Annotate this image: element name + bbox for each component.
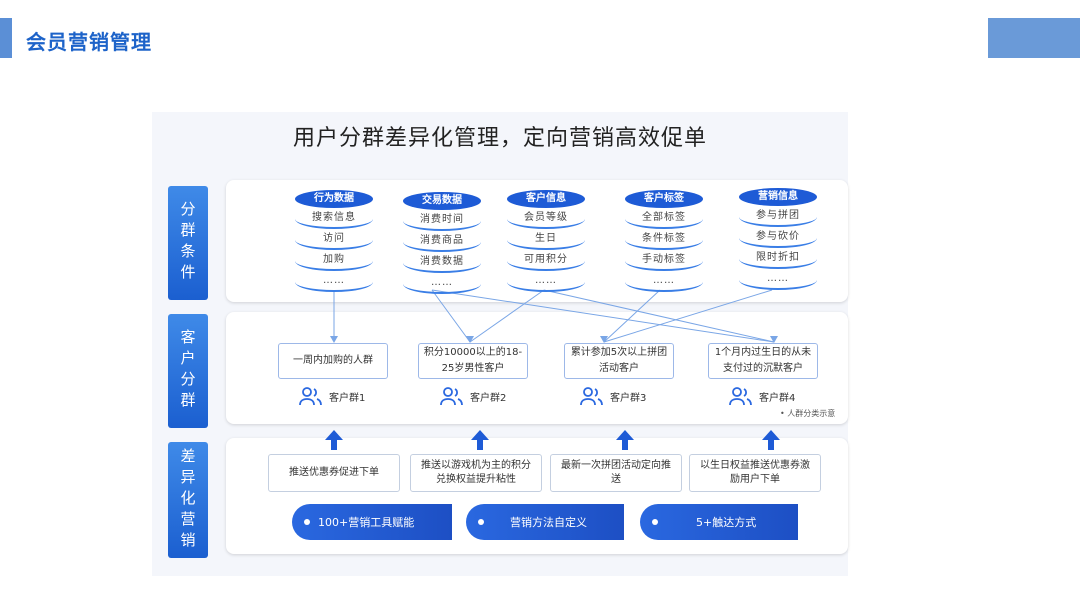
side-label-segment: 客户分群: [168, 314, 208, 428]
bullet-dot: [652, 519, 658, 525]
marketing-action-4: 以生日权益推送优惠券激励用户下单: [689, 454, 821, 492]
diagram-title: 用户分群差异化管理，定向营销高效促单: [292, 126, 707, 151]
link-market-seg3: [603, 289, 773, 343]
link-info-seg4: [543, 289, 775, 343]
database-item: 手动标签: [625, 251, 703, 271]
database-title: 客户信息: [507, 190, 585, 208]
segment-note: • 人群分类示意: [780, 409, 836, 418]
up-arrow-icon: [616, 430, 634, 450]
marketing-action-3: 最新一次拼团活动定向推送: [550, 454, 682, 492]
database-item: ……: [625, 272, 703, 292]
header-accent-bar: [0, 18, 12, 58]
database-item: 消费数据: [403, 253, 481, 273]
bullet-dot: [304, 519, 310, 525]
link-tag-seg3: [603, 289, 661, 343]
database-item: 限时折扣: [739, 249, 817, 269]
segment-box-3: 累计参加5次以上拼团活动客户: [564, 343, 674, 379]
header-decoration-block: [988, 18, 1080, 58]
database-trade: 交易数据 消费时间 消费商品 消费数据 ……: [403, 192, 481, 294]
segment-box-2: 积分10000以上的18-25岁男性客户: [418, 343, 528, 379]
database-item: 加购: [295, 251, 373, 271]
user-group-icon: [580, 387, 603, 406]
database-title: 行为数据: [295, 190, 373, 208]
link-info-seg2: [469, 289, 545, 343]
database-item: 参与拼团: [739, 207, 817, 227]
group-label: 客户群4: [759, 392, 796, 404]
capability-pill-channels: 5+触达方式: [640, 504, 798, 540]
group-label: 客户群3: [610, 392, 647, 404]
database-title: 营销信息: [739, 188, 817, 206]
connection-lines: [330, 289, 778, 343]
up-arrow-icon: [325, 430, 343, 450]
up-arrow-icon: [762, 430, 780, 450]
customer-group-2: 客户群2: [440, 386, 506, 406]
user-group-icon: [729, 387, 752, 406]
customer-group-1: 客户群1: [299, 386, 365, 406]
marketing-action-2: 推送以游戏机为主的积分兑换权益提升粘性: [410, 454, 542, 492]
database-title: 客户标签: [625, 190, 703, 208]
database-item: ……: [403, 274, 481, 294]
page-title: 会员营销管理: [26, 30, 152, 54]
database-item: 消费商品: [403, 232, 481, 252]
arrowhead-seg2: [466, 336, 474, 343]
database-behavior: 行为数据 搜索信息 访问 加购 ……: [295, 190, 373, 292]
database-item: ……: [507, 272, 585, 292]
marketing-action-1: 推送优惠券促进下单: [268, 454, 400, 492]
database-item: 生日: [507, 230, 585, 250]
database-item: 可用积分: [507, 251, 585, 271]
user-group-icon: [299, 387, 322, 406]
user-group-icon: [440, 387, 463, 406]
segment-box-1: 一周内加购的人群: [278, 343, 388, 379]
database-customer-tags: 客户标签 全部标签 条件标签 手动标签 ……: [625, 190, 703, 292]
pill-label: 5+触达方式: [696, 516, 757, 529]
arrowhead-seg4: [770, 336, 778, 343]
bullet-dot: [478, 519, 484, 525]
database-item: 条件标签: [625, 230, 703, 250]
side-label-marketing: 差异化营销: [168, 442, 208, 558]
customer-group-3: 客户群3: [580, 386, 646, 406]
customer-group-4: 客户群4: [729, 386, 795, 406]
pill-label: 100+营销工具赋能: [318, 516, 415, 529]
arrowhead-seg3: [600, 336, 608, 343]
database-item: 访问: [295, 230, 373, 250]
group-label: 客户群2: [470, 392, 507, 404]
segment-box-4: 1个月内过生日的从未支付过的沉默客户: [708, 343, 818, 379]
database-title: 交易数据: [403, 192, 481, 210]
database-item: 搜索信息: [295, 209, 373, 229]
database-item: 会员等级: [507, 209, 585, 229]
database-item: 消费时间: [403, 211, 481, 231]
side-label-condition: 分群条件: [168, 186, 208, 300]
database-item: 参与砍价: [739, 228, 817, 248]
capability-pill-tools: 100+营销工具赋能: [292, 504, 452, 540]
database-customer-info: 客户信息 会员等级 生日 可用积分 ……: [507, 190, 585, 292]
database-item: 全部标签: [625, 209, 703, 229]
database-item: ……: [295, 272, 373, 292]
group-label: 客户群1: [329, 392, 366, 404]
link-trade-seg2: [431, 289, 471, 343]
database-item: ……: [739, 270, 817, 290]
link-trade-seg4: [431, 289, 775, 343]
marketing-diagram: 用户分群差异化管理，定向营销高效促单 分群条件 客户分群 差异化营销 行为数据 …: [152, 112, 848, 576]
up-arrow-icon: [471, 430, 489, 450]
capability-pill-methods: 营销方法自定义: [466, 504, 624, 540]
pill-label: 营销方法自定义: [510, 516, 587, 529]
database-marketing-info: 营销信息 参与拼团 参与砍价 限时折扣 ……: [739, 188, 817, 290]
arrowhead-seg1: [330, 336, 338, 343]
